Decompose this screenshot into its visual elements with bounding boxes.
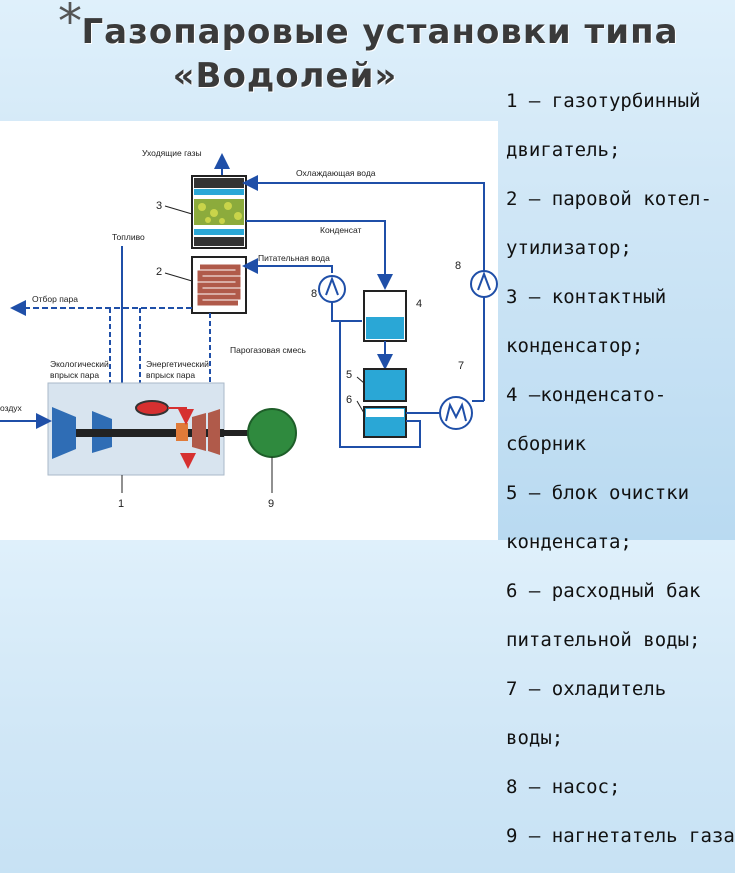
leader-3 [164,205,193,215]
label-steam-gas-mix: Парогазовая смесь [230,345,307,355]
contact-condenser [191,175,247,249]
steam-boiler [191,256,247,314]
number-8-left: 8 [311,288,317,300]
number-1: 1 [118,498,124,510]
title-line-2: «Водолей» [172,56,398,96]
legend-line: утилизатор; [506,236,632,259]
page-title: Газопаровые установки типа «Водолей» [60,10,700,98]
decorative-asterisk: * [58,0,82,50]
legend-line: 9 – нагнетатель газа [506,824,735,847]
hot-gas-arrow [168,407,194,425]
legend-line: 7 – охладитель [506,677,667,700]
feed-water-line [242,258,333,274]
number-5: 5 [346,369,352,381]
label-eco-2: впрыск пара [50,370,99,380]
legend-line: питательной воды; [506,628,701,651]
label-steam-offtake: Отбор пара [32,294,78,304]
number-7: 7 [458,360,464,372]
pump-right [470,270,498,298]
label-energy-2: впрыск пара [146,370,195,380]
legend-line: двигатель; [506,138,621,161]
number-4: 4 [416,298,422,310]
drive-shaft [224,430,254,436]
legend-line: 2 – паровой котел- [506,187,712,210]
legend-line: конденсатор; [506,334,644,357]
number-2: 2 [156,266,162,278]
legend-line: 5 – блок очистки [506,481,690,504]
cooling-water-line [242,175,485,271]
cleaning-block [363,368,407,402]
schematic-svg: Уходящие газы 3 2 Охлаждающая вода Конде… [0,148,498,510]
label-air: оздух [0,403,23,413]
legend-list: 1 – газотурбинный двигатель; 2 – паровой… [506,64,735,873]
label-exhaust: Уходящие газы [142,148,202,158]
number-3: 3 [156,200,162,212]
label-feed-water: Питательная вода [258,253,330,263]
gas-blower [247,408,297,458]
legend-line: 3 – контактный [506,285,667,308]
label-fuel: Топливо [112,232,145,242]
legend-line: воды; [506,726,564,749]
tank-to-pump-line [339,321,421,448]
condensate-collector [363,290,407,342]
leader-2 [164,272,193,282]
water-cooler [439,396,473,430]
gas-turbine-engine [47,382,225,476]
number-9: 9 [268,498,274,510]
legend-line: 8 – насос; [506,775,621,798]
condensate-line [246,220,393,290]
number-8-right: 8 [455,260,461,272]
legend-line: 6 – расходный бак [506,579,701,602]
legend-line: 1 – газотурбинный [506,89,701,112]
title-line-1: Газопаровые установки типа [81,12,679,52]
plant-schematic: Уходящие газы 3 2 Охлаждающая вода Конде… [0,121,498,540]
number-6: 6 [346,394,352,406]
label-energy-1: Энергетический [146,359,209,369]
label-cooling-water: Охлаждающая вода [296,168,376,178]
legend-line: конденсата; [506,530,632,553]
label-eco-1: Экологический [50,359,109,369]
feed-water-tank [363,406,407,438]
legend-line: сборник [506,432,587,455]
label-condensate: Конденсат [320,225,362,235]
legend-line: 4 –конденсато- [506,383,667,406]
